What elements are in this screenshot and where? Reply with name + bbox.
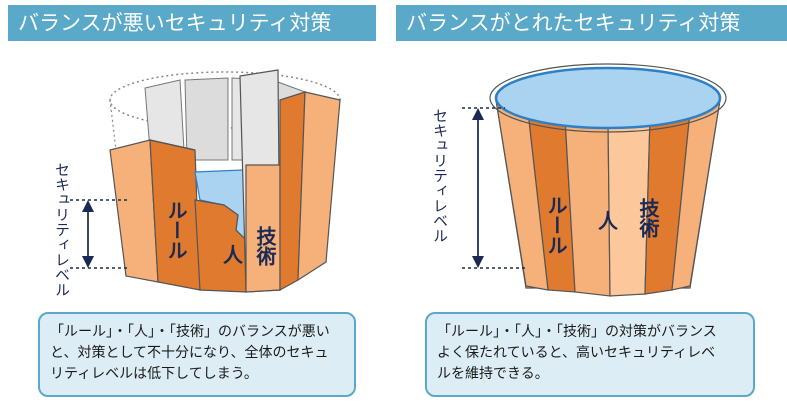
- left-level-label: セキュリティレベル: [53, 162, 71, 297]
- right-caption-line-1: 「ルール」・「人」・「技術」の対策がバランス: [437, 322, 743, 343]
- right-caption-line-2: よく保たれていると、高いセキュリティレベ: [437, 343, 743, 364]
- right-caption: 「ルール」・「人」・「技術」の対策がバランス よく保たれていると、高いセキュリテ…: [425, 312, 755, 397]
- left-caption-line-2: と、対策として不十分になり、全体のセキュ: [50, 343, 344, 364]
- left-label-rule: ルール: [164, 200, 188, 260]
- right-label-rule: ルール: [544, 195, 568, 255]
- left-barrel: ルール 人 技術 セキュリティレベル: [53, 70, 340, 297]
- right-label-person: 人: [598, 209, 619, 233]
- left-caption-line-1: 「ルール」・「人」・「技術」のバランスが悪い: [50, 322, 344, 343]
- left-caption: 「ルール」・「人」・「技術」のバランスが悪い と、対策として不十分になり、全体の…: [38, 312, 356, 397]
- right-caption-line-3: ルを維持できる。: [437, 364, 743, 385]
- right-label-tech: 技術: [636, 197, 660, 239]
- right-level-label: セキュリティレベル: [431, 108, 449, 243]
- left-caption-line-3: リティレベルは低下してしまう。: [50, 364, 344, 385]
- right-water: [496, 68, 720, 128]
- left-label-tech: 技術: [253, 225, 277, 267]
- left-label-person: 人: [223, 243, 244, 267]
- right-barrel: ルール 人 技術 セキュリティレベル: [431, 64, 726, 296]
